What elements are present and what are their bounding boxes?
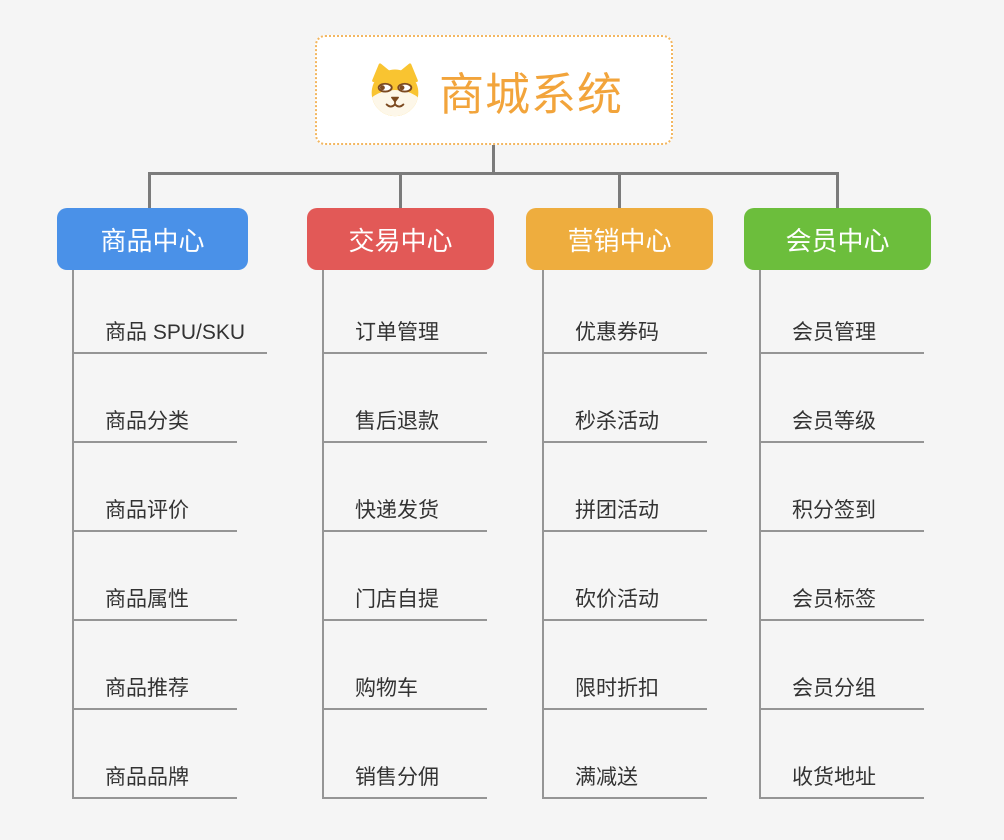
leaf-column-marketing: 优惠券码 秒杀活动 拼团活动 砍价活动 限时折扣 满减送 (542, 270, 782, 800)
branch-label: 营销中心 (567, 225, 672, 256)
branch-label: 交易中心 (348, 225, 453, 256)
connector-drop-trade (399, 172, 402, 209)
leaf-node[interactable]: 订单管理 (322, 320, 487, 354)
root-node-mall-system[interactable]: 商城系统 (315, 35, 673, 145)
connector-trunk (759, 270, 761, 799)
connector-trunk (542, 270, 544, 799)
connector-drop-marketing (618, 172, 621, 209)
root-node-title: 商城系统 (438, 68, 623, 120)
connector-root-stem (492, 145, 495, 175)
leaf-column-member: 会员管理 会员等级 积分签到 会员标签 会员分组 收货地址 (759, 270, 999, 800)
leaf-node[interactable]: 商品 SPU/SKU (72, 320, 268, 354)
branch-node-product-center[interactable]: 商品中心 (57, 208, 248, 270)
leaf-node[interactable]: 商品分类 (72, 409, 237, 443)
leaf-column-product: 商品 SPU/SKU 商品分类 商品评价 商品属性 商品推荐 商品品牌 (72, 270, 312, 800)
leaf-node[interactable]: 会员分组 (759, 676, 924, 710)
branch-node-member-center[interactable]: 会员中心 (744, 208, 931, 270)
connector-drop-member (836, 172, 839, 209)
branch-label: 会员中心 (785, 225, 890, 256)
leaf-node[interactable]: 会员管理 (759, 320, 924, 354)
leaf-node[interactable]: 快递发货 (322, 498, 487, 532)
leaf-node[interactable]: 收货地址 (759, 765, 924, 799)
leaf-node[interactable]: 积分签到 (759, 498, 924, 532)
leaf-node[interactable]: 售后退款 (322, 409, 487, 443)
leaf-node[interactable]: 商品评价 (72, 498, 237, 532)
branch-node-trade-center[interactable]: 交易中心 (307, 208, 494, 270)
connector-drop-product (148, 172, 151, 209)
branch-label: 商品中心 (100, 225, 205, 256)
connector-trunk (322, 270, 324, 799)
leaf-node[interactable]: 会员标签 (759, 587, 924, 621)
leaf-node[interactable]: 限时折扣 (542, 676, 707, 710)
leaf-node[interactable]: 购物车 (322, 676, 487, 710)
leaf-node[interactable]: 会员等级 (759, 409, 924, 443)
leaf-node[interactable]: 门店自提 (322, 587, 487, 621)
doge-face-icon (371, 63, 419, 117)
leaf-node[interactable]: 拼团活动 (542, 498, 707, 532)
leaf-node[interactable]: 优惠券码 (542, 320, 707, 354)
leaf-node[interactable]: 商品推荐 (72, 676, 237, 710)
leaf-node[interactable]: 满减送 (542, 765, 707, 799)
leaf-node[interactable]: 秒杀活动 (542, 409, 707, 443)
leaf-node[interactable]: 销售分佣 (322, 765, 487, 799)
leaf-node[interactable]: 商品属性 (72, 587, 237, 621)
connector-bus (148, 172, 839, 175)
connector-trunk (72, 270, 74, 799)
leaf-node[interactable]: 商品品牌 (72, 765, 237, 799)
leaf-node[interactable]: 砍价活动 (542, 587, 707, 621)
branch-node-marketing-center[interactable]: 营销中心 (526, 208, 713, 270)
leaf-column-trade: 订单管理 售后退款 快递发货 门店自提 购物车 销售分佣 (322, 270, 562, 800)
